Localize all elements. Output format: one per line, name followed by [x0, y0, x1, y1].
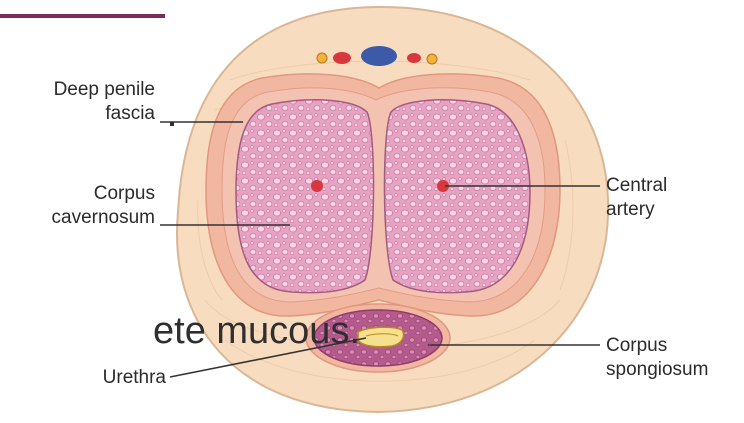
- dorsal-artery-right: [407, 53, 421, 63]
- dorsal-nerve-right: [427, 54, 437, 64]
- deep-dorsal-vein: [361, 46, 397, 66]
- bullet-mark: [170, 122, 174, 126]
- central-artery-left: [311, 180, 323, 192]
- urethra-lumen: [358, 327, 404, 347]
- label-urethra: Urethra: [40, 366, 166, 390]
- label-corpus-spongiosum: Corpus spongiosum: [606, 334, 708, 382]
- dorsal-nerve-left: [317, 53, 327, 63]
- label-corpus-cavernosum: Corpus cavernosum: [20, 182, 155, 230]
- corpus-cavernosum-right: [384, 100, 530, 293]
- background-slide-text: ete mucous.: [153, 310, 360, 353]
- dorsal-artery-left: [333, 52, 351, 64]
- label-deep-penile-fascia: Deep penile fascia: [20, 78, 155, 126]
- corpus-cavernosum-left: [236, 100, 374, 293]
- label-central-artery: Central artery: [606, 174, 667, 222]
